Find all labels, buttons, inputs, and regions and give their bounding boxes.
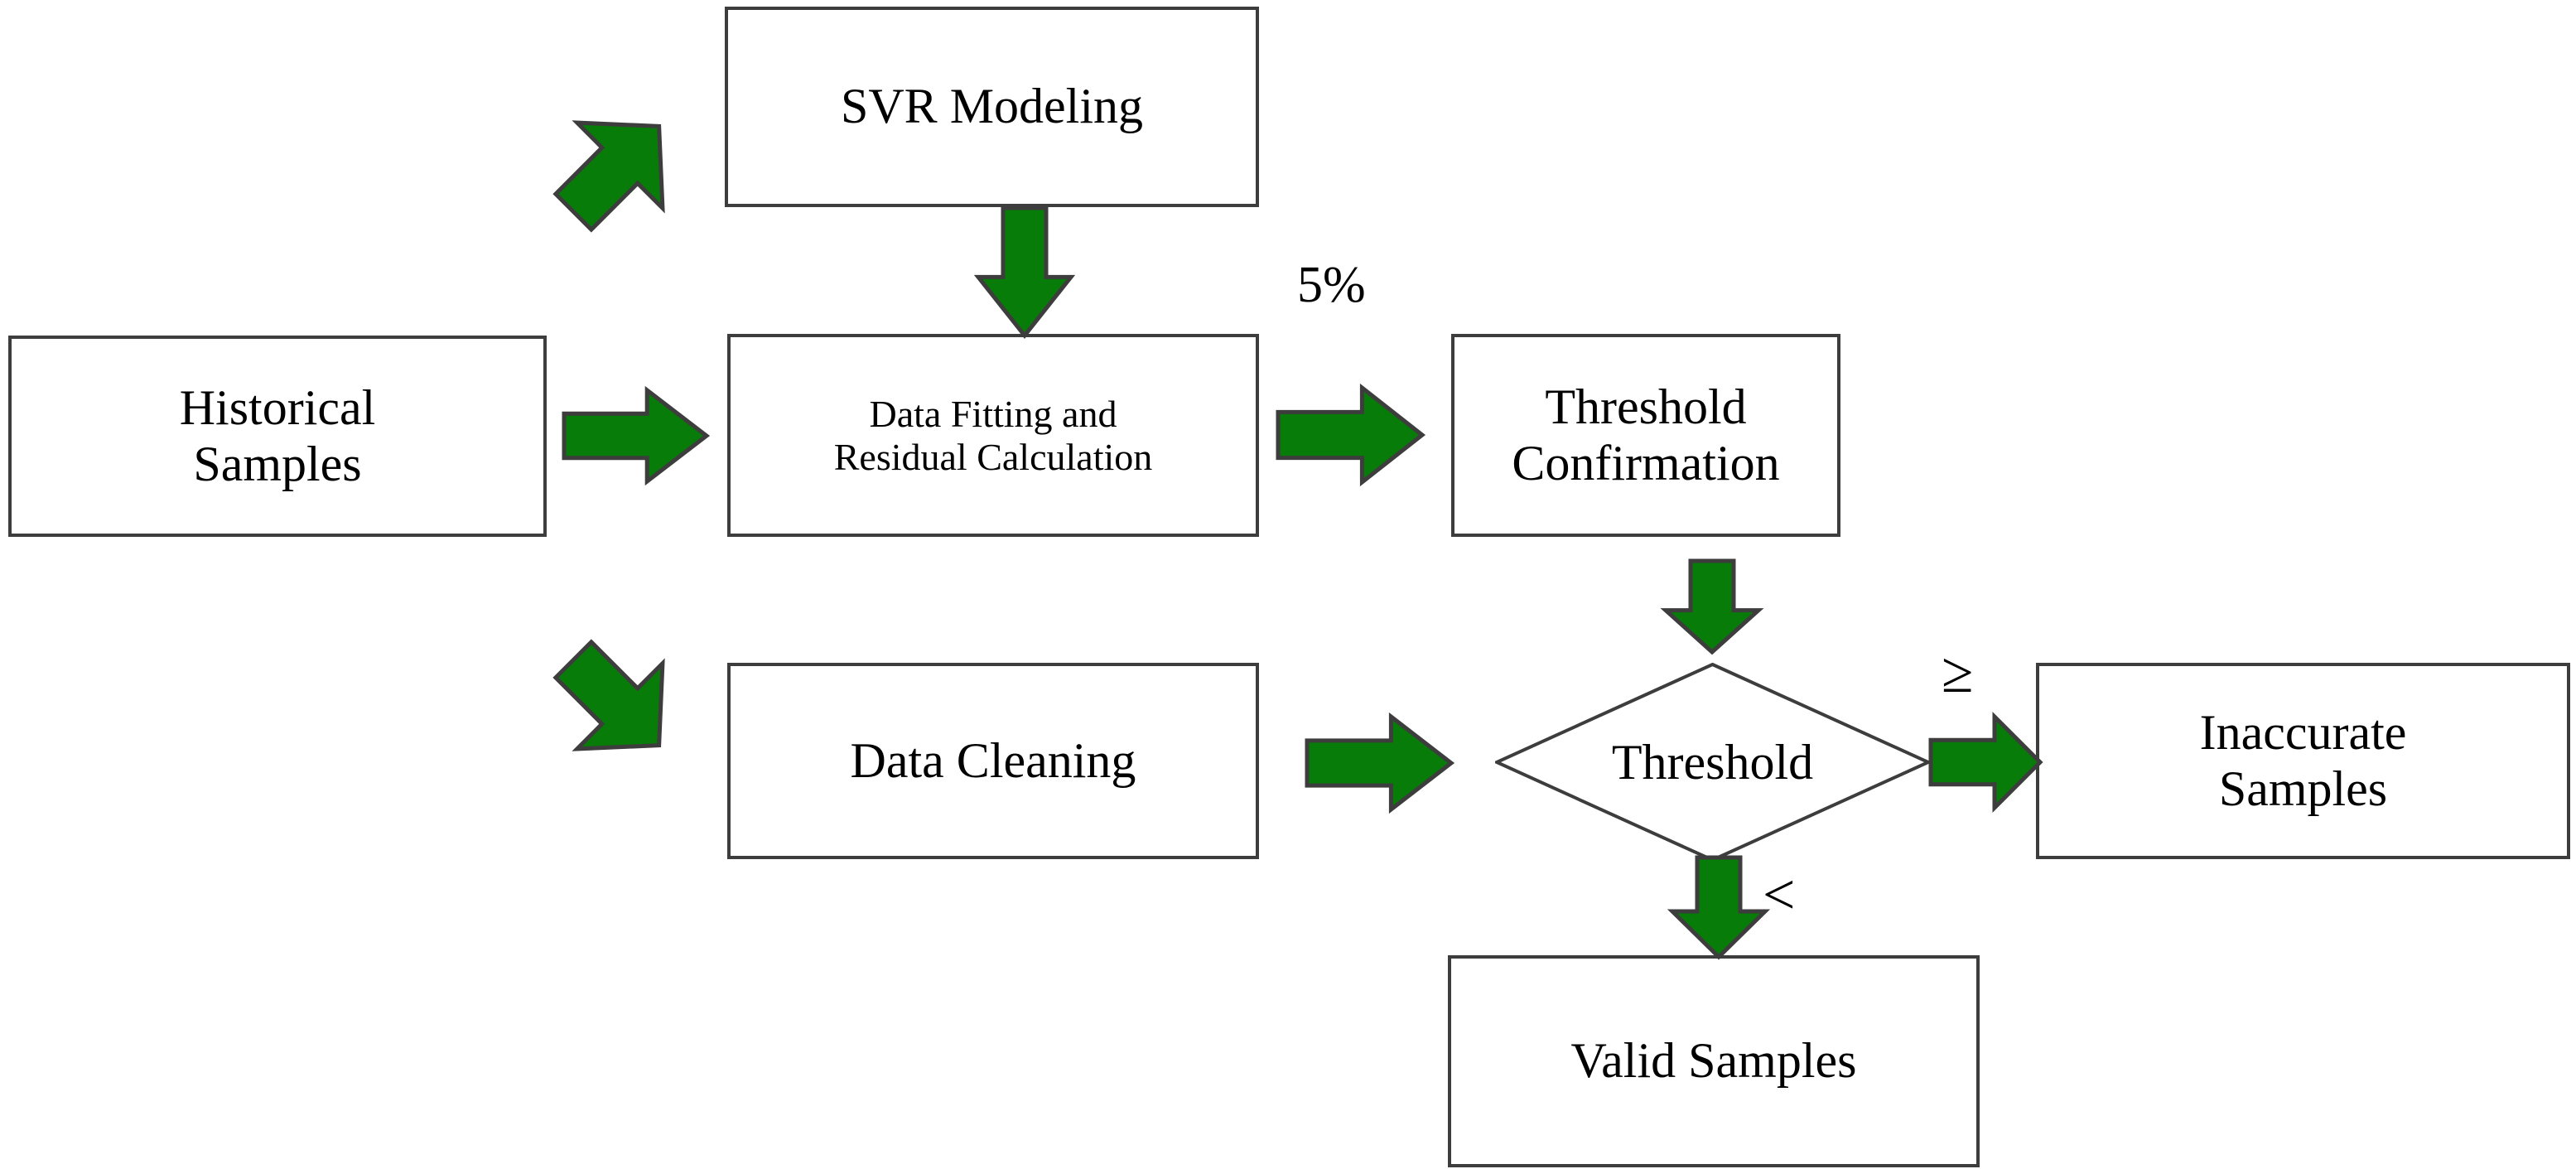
annotation-percent-label: 5% [1297, 257, 1366, 313]
arrow-svr-to-data-fitting [973, 205, 1076, 340]
arrow-historical-to-data-cleaning [552, 639, 679, 766]
node-inaccurate-samples: Inaccurate Samples [2036, 663, 2570, 859]
arrow-shape [1276, 383, 1426, 487]
node-label-inaccurate-samples: Inaccurate Samples [2199, 705, 2407, 816]
arrow-shape [973, 205, 1076, 340]
annotation-less-than-label: < [1763, 863, 1796, 927]
arrow-shape [552, 120, 665, 233]
node-data-cleaning: Data Cleaning [727, 663, 1259, 859]
arrow-shape [1660, 558, 1764, 655]
node-valid-samples: Valid Samples [1448, 955, 1980, 1167]
node-label-data-fitting: Data Fitting and Residual Calculation [833, 392, 1153, 478]
node-label-threshold-confirmation: Threshold Confirmation [1512, 379, 1780, 490]
diamond-outline [1495, 663, 1930, 862]
node-label-valid-samples: Valid Samples [1570, 1033, 1857, 1089]
arrow-decision-to-valid [1667, 855, 1771, 960]
arrow-threshold-conf-to-decision [1660, 558, 1764, 655]
arrow-data-cleaning-to-decision [1305, 712, 1455, 814]
arrow-shape [1928, 711, 2043, 814]
node-label-historical-samples: Historical Samples [179, 380, 376, 491]
arrow-decision-to-inaccurate [1928, 711, 2043, 814]
node-svr-modeling: SVR Modeling [725, 7, 1259, 207]
arrow-shape [562, 385, 711, 486]
node-historical-samples: Historical Samples [8, 336, 547, 537]
arrow-historical-to-data-fitting [562, 385, 711, 486]
node-label-data-cleaning: Data Cleaning [850, 732, 1136, 788]
node-threshold-decision: Threshold [1495, 663, 1930, 862]
annotation-greater-or-equal-label: ≥ [1942, 641, 1974, 705]
node-threshold-confirmation: Threshold Confirmation [1451, 334, 1840, 537]
arrow-historical-to-svr [552, 106, 679, 233]
arrow-shape [552, 639, 665, 751]
arrow-shape [1305, 712, 1455, 814]
node-label-svr-modeling: SVR Modeling [840, 79, 1144, 134]
arrow-data-fitting-to-threshold-conf [1276, 383, 1426, 487]
node-data-fitting: Data Fitting and Residual Calculation [727, 334, 1259, 537]
arrow-shape [1667, 855, 1771, 960]
